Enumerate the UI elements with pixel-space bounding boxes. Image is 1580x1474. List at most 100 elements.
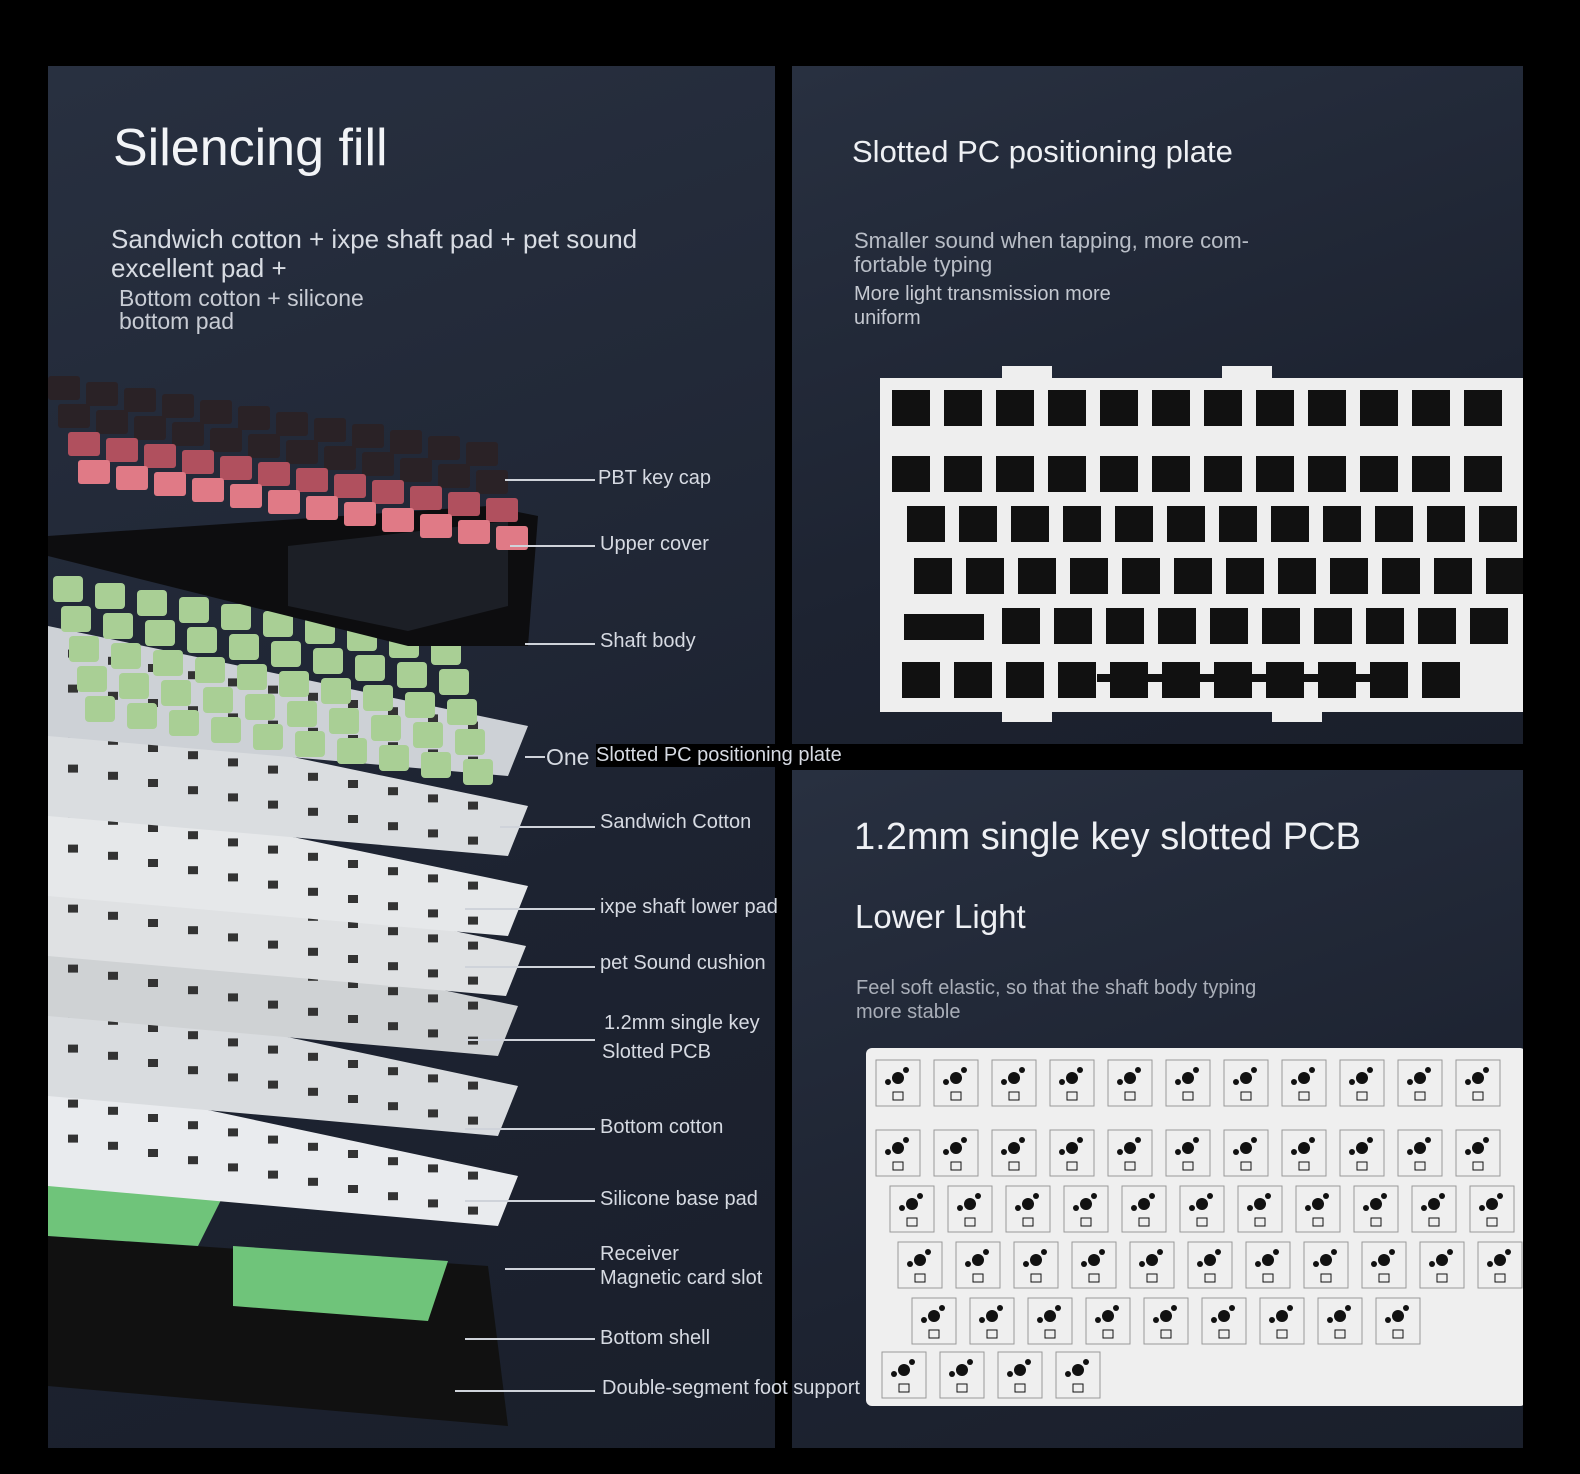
hole	[148, 779, 158, 787]
pin-hole	[1193, 1067, 1199, 1073]
hole	[348, 1060, 358, 1068]
hole	[188, 786, 198, 795]
keycap	[428, 436, 460, 460]
pin-hole	[885, 1079, 891, 1085]
keycap	[344, 502, 376, 526]
pin-hole	[939, 1305, 945, 1311]
keycap	[162, 394, 194, 418]
keycap	[86, 382, 118, 406]
pin-hole	[1081, 1261, 1087, 1267]
hole	[188, 866, 198, 875]
pin-hole	[1019, 1067, 1025, 1073]
hole	[228, 993, 238, 1002]
switch-footprint	[1201, 1297, 1247, 1345]
pin-hole	[1233, 1149, 1239, 1155]
plate-panel: Slotted PC positioning plate Smaller sou…	[792, 66, 1523, 744]
pin-hole	[1117, 1079, 1123, 1085]
keycap	[306, 496, 338, 520]
hole	[228, 1163, 238, 1172]
keycap	[276, 412, 308, 436]
hole	[268, 1000, 278, 1009]
led-slot	[1124, 1161, 1136, 1171]
led-slot	[972, 1273, 984, 1283]
led-slot	[1138, 1217, 1150, 1227]
positioning-plate-image	[880, 366, 1523, 722]
pin-hole	[1233, 1079, 1239, 1085]
hole	[388, 1192, 398, 1201]
switch-footprint	[1223, 1129, 1269, 1177]
switch-cutout	[1375, 506, 1413, 542]
switch-footprint	[1455, 1129, 1501, 1177]
switch-hole	[1262, 1254, 1274, 1266]
keycap	[362, 452, 394, 476]
switch-footprint	[1049, 1129, 1095, 1177]
switch	[179, 597, 209, 623]
keycap	[248, 434, 280, 458]
pin-hole	[1287, 1305, 1293, 1311]
switch-cutout	[1219, 506, 1257, 542]
keycap	[314, 418, 346, 442]
led-slot	[898, 1383, 910, 1393]
pin-hole	[949, 1371, 955, 1377]
hole	[68, 904, 78, 913]
keycap	[352, 424, 384, 448]
hole	[428, 969, 438, 978]
keycap	[410, 486, 442, 510]
switch	[295, 731, 325, 757]
switch-cutout	[1256, 390, 1294, 426]
subtitle: bottom pad	[119, 308, 235, 334]
callout-line	[500, 826, 595, 828]
keycap	[448, 492, 480, 516]
switch-hole	[1486, 1198, 1498, 1210]
pin-hole	[1065, 1371, 1071, 1377]
led-slot	[1240, 1091, 1252, 1101]
switch-hole	[1218, 1310, 1230, 1322]
pin-hole	[1229, 1305, 1235, 1311]
switch	[237, 664, 267, 690]
hole	[348, 1095, 358, 1103]
hole	[388, 1102, 398, 1111]
hole	[428, 829, 438, 838]
switch-hole	[1196, 1198, 1208, 1210]
switch-cutout	[1422, 662, 1460, 698]
pin-hole	[1189, 1205, 1195, 1211]
switch	[169, 710, 199, 736]
pin-hole	[1371, 1261, 1377, 1267]
pin-hole	[1149, 1193, 1155, 1199]
hole	[428, 1109, 438, 1118]
keycap	[68, 432, 100, 456]
pcb-body	[866, 1048, 1523, 1406]
hole	[268, 800, 278, 809]
pin-hole	[1019, 1137, 1025, 1143]
pin-hole	[1023, 1261, 1029, 1267]
switch-footprint	[955, 1241, 1001, 1289]
keycap	[230, 484, 262, 508]
callout-line	[465, 1128, 595, 1130]
hole	[188, 1066, 198, 1075]
led-slot	[1218, 1329, 1230, 1339]
led-slot	[892, 1161, 904, 1171]
switch-hole	[950, 1072, 962, 1084]
pin-hole	[891, 1371, 897, 1377]
hole	[468, 1116, 478, 1125]
pin-hole	[997, 1305, 1003, 1311]
led-slot	[986, 1329, 998, 1339]
switch-hole	[1414, 1142, 1426, 1154]
hole	[148, 919, 158, 927]
switch-hole	[1072, 1364, 1084, 1376]
hole	[108, 1141, 118, 1150]
pin-hole	[1073, 1205, 1079, 1211]
switch-footprint	[1187, 1241, 1233, 1289]
hole	[468, 1001, 478, 1010]
switch-hole	[1066, 1072, 1078, 1084]
description: More light transmission more	[854, 283, 1111, 305]
keycap	[334, 474, 366, 498]
switch-footprint	[1455, 1059, 1501, 1107]
led-slot	[1008, 1091, 1020, 1101]
switch-hole	[906, 1198, 918, 1210]
switch-cutout	[1226, 558, 1264, 594]
switch	[363, 685, 393, 711]
switch-cutout	[1308, 456, 1346, 492]
switch	[313, 648, 343, 674]
hole	[108, 911, 118, 920]
